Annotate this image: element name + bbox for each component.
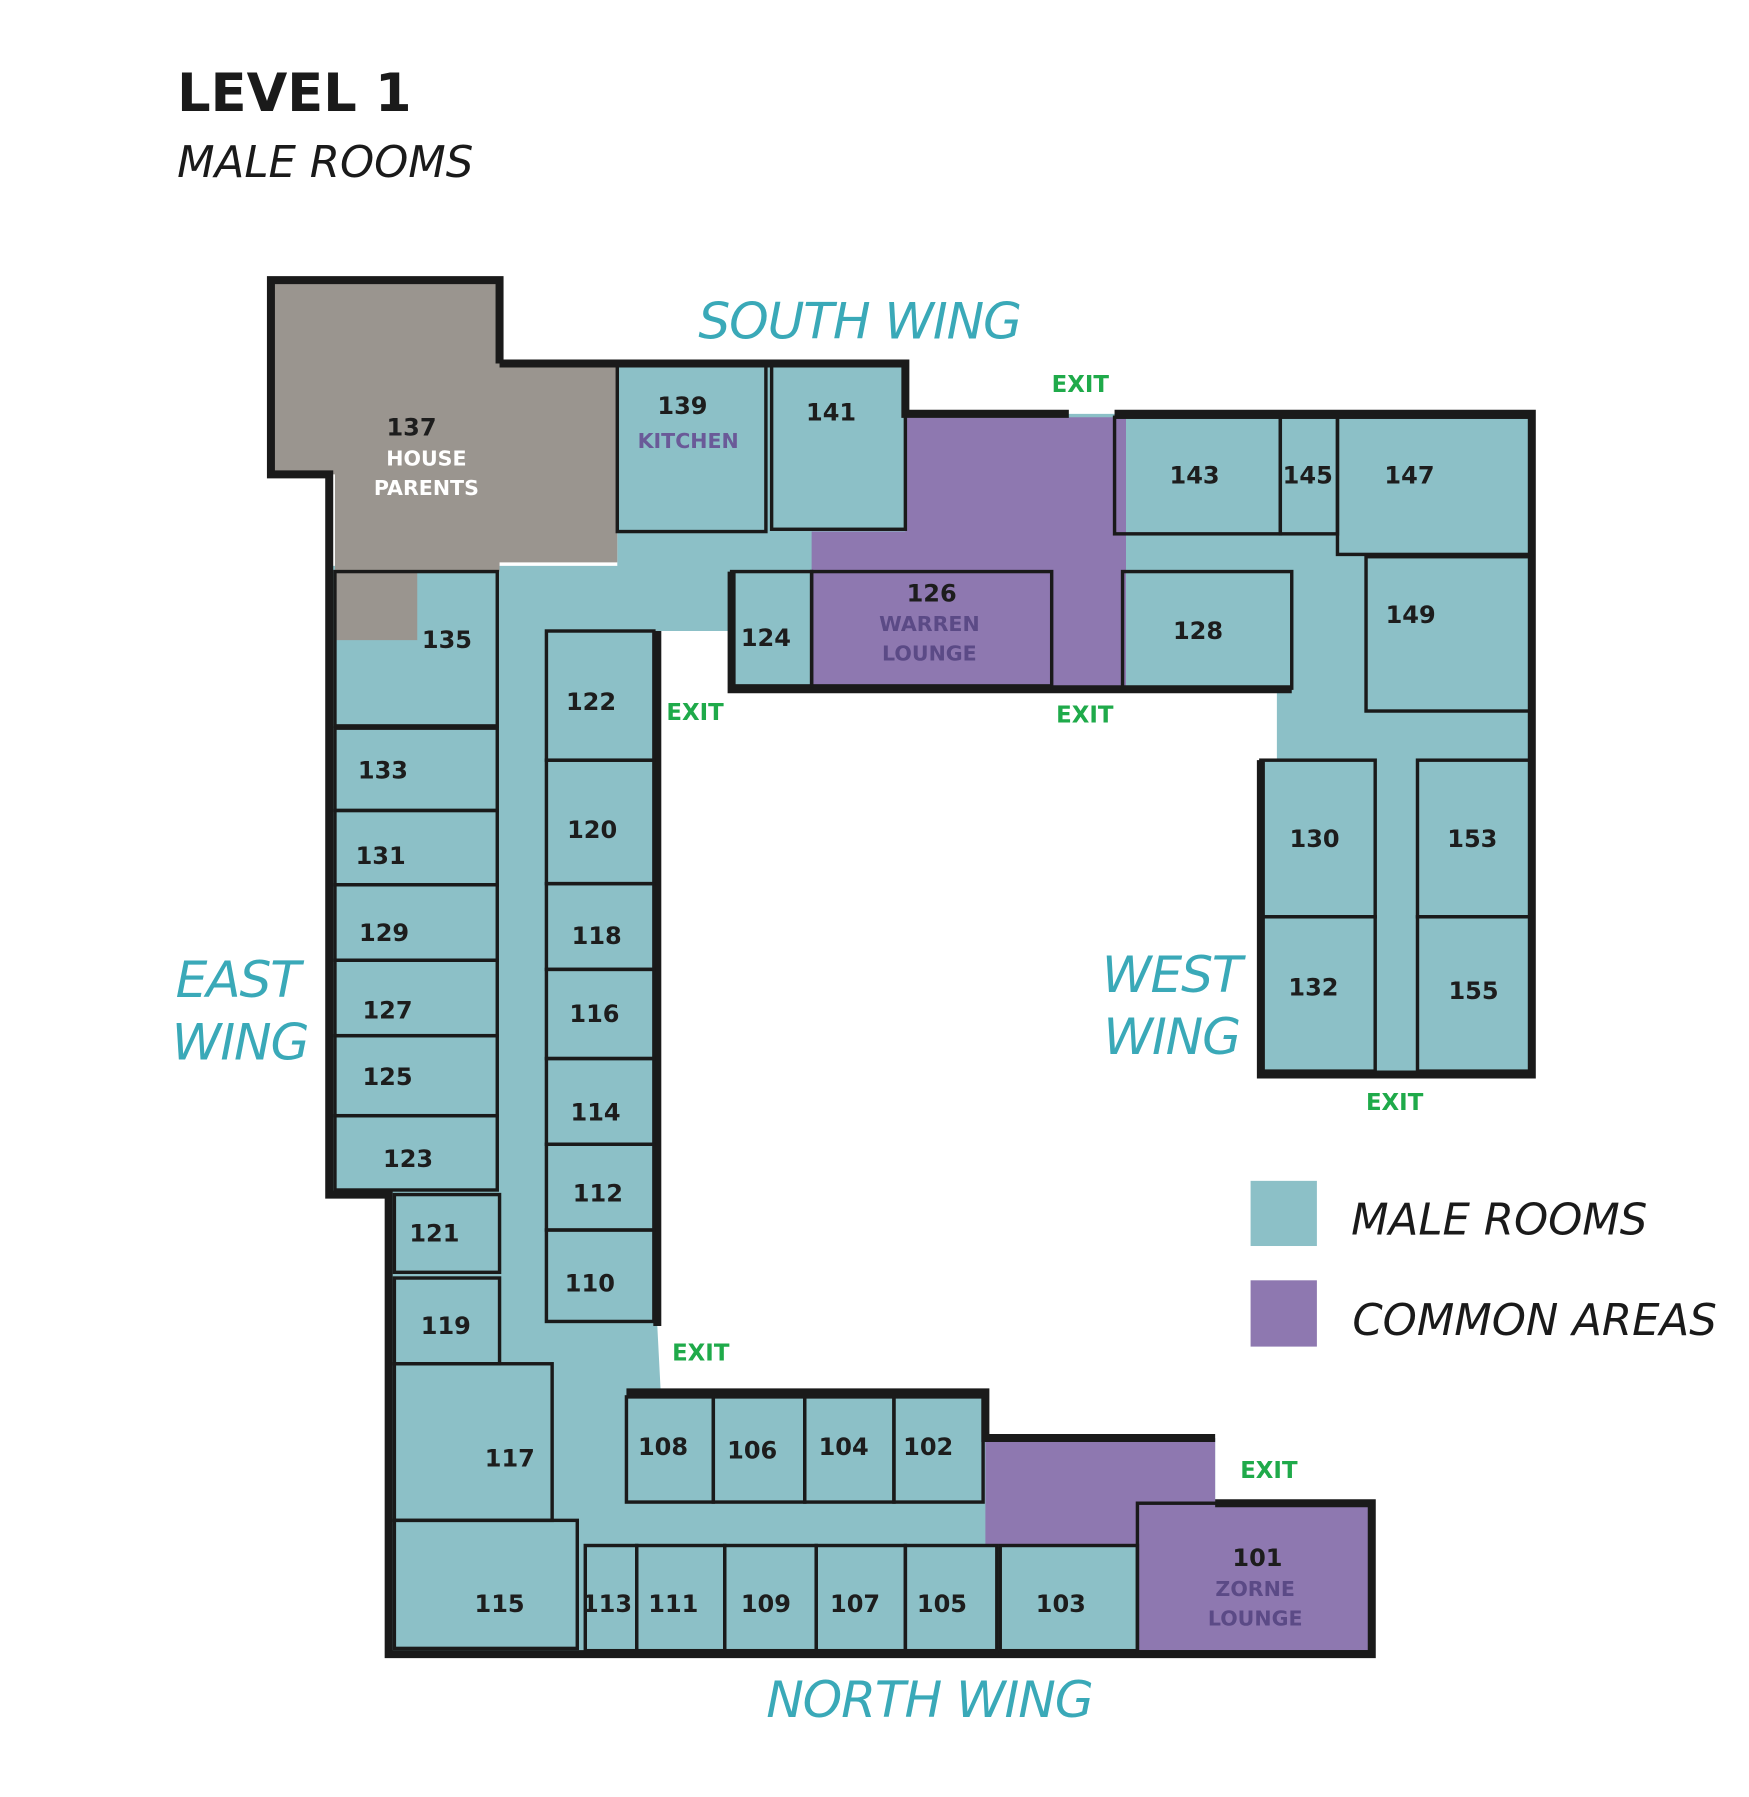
east-wing-label-line2: WING	[172, 1013, 309, 1072]
room-101-name: LOUNGE	[1208, 1607, 1303, 1631]
room-102-number: 102	[903, 1433, 953, 1461]
level-subtitle: MALE ROOMS	[177, 138, 473, 188]
room-155-outline	[1415, 915, 1534, 1073]
room-121-outline	[392, 1192, 502, 1275]
room-120-number: 120	[567, 816, 617, 844]
room-128-outline	[1120, 569, 1294, 690]
south-wing-label: SOUTH WING	[698, 291, 1021, 350]
room-114-number: 114	[571, 1098, 621, 1126]
legend-swatch-common-areas	[1250, 1280, 1317, 1347]
legend-label-male-rooms: MALE ROOMS	[1351, 1196, 1647, 1246]
room-121-number: 121	[409, 1219, 459, 1247]
room-149-number: 149	[1386, 601, 1436, 629]
room-149-outline	[1364, 554, 1534, 713]
room-113-number: 113	[582, 1590, 632, 1618]
room-110-number: 110	[565, 1270, 615, 1298]
room-127-number: 127	[362, 997, 412, 1025]
room-112-number: 112	[573, 1179, 623, 1207]
exit-label: EXIT	[1052, 372, 1110, 398]
room-135-outline	[333, 569, 499, 728]
room-122-number: 122	[566, 688, 616, 716]
house-parents-area	[270, 280, 618, 641]
room-141-outline	[769, 361, 908, 531]
room-104-number: 104	[819, 1433, 869, 1461]
room-147-number: 147	[1384, 462, 1434, 490]
room-103-number: 103	[1036, 1590, 1086, 1618]
room-145-number: 145	[1283, 462, 1333, 490]
legend: MALE ROOMS COMMON AREAS	[1250, 1180, 1717, 1347]
room-126-number: 126	[907, 579, 957, 607]
legend-label-common-areas: COMMON AREAS	[1352, 1296, 1716, 1346]
room-119-number: 119	[421, 1312, 471, 1340]
room-139-outline	[615, 361, 768, 534]
exit-label: EXIT	[1366, 1090, 1424, 1116]
room-115-number: 115	[474, 1590, 524, 1618]
room-109-number: 109	[741, 1590, 791, 1618]
room-101-number: 101	[1232, 1544, 1282, 1572]
room-118-number: 118	[572, 922, 622, 950]
room-147-outline	[1335, 415, 1534, 557]
room-132-number: 132	[1288, 974, 1338, 1002]
room-119-outline	[392, 1276, 502, 1366]
exterior-wall	[626, 1388, 1216, 1443]
room-125-number: 125	[362, 1063, 412, 1091]
room-101-name: ZORNE	[1215, 1577, 1294, 1601]
room-107-number: 107	[830, 1590, 880, 1618]
room-153-number: 153	[1447, 825, 1497, 853]
room-131-number: 131	[356, 842, 406, 870]
room-155-number: 155	[1448, 977, 1498, 1005]
room-128-number: 128	[1173, 617, 1223, 645]
exit-label: EXIT	[666, 700, 724, 726]
east-wing-label-line1: EAST	[176, 950, 305, 1009]
exit-label: EXIT	[1056, 702, 1114, 728]
room-117-number: 117	[485, 1445, 535, 1473]
room-132-outline	[1259, 915, 1377, 1073]
room-103-outline	[998, 1543, 1140, 1653]
room-143-number: 143	[1170, 462, 1220, 490]
room-122-outline	[544, 629, 656, 762]
room-137-number: 137	[386, 414, 436, 442]
room-126-outline	[809, 569, 1054, 688]
room-130-number: 130	[1290, 825, 1340, 853]
room-135-number: 135	[422, 626, 472, 654]
warren-lounge-area	[811, 417, 1126, 692]
west-wing-label-line1: WEST	[1102, 945, 1246, 1004]
legend-swatch-male-rooms	[1250, 1180, 1317, 1247]
room-108-number: 108	[638, 1433, 688, 1461]
room-111-number: 111	[648, 1590, 698, 1618]
west-wing-label-line2: WING	[1103, 1007, 1240, 1066]
exit-label: EXIT	[1240, 1458, 1298, 1484]
room-133-number: 133	[358, 756, 408, 784]
room-133-outline	[333, 726, 499, 813]
room-113-outline	[583, 1543, 639, 1653]
north-wing-label: NORTH WING	[766, 1670, 1092, 1729]
room-126-name: WARREN	[879, 612, 980, 636]
level-title: LEVEL 1	[177, 63, 411, 124]
room-139-name: KITCHEN	[638, 429, 739, 453]
room-137-name: PARENTS	[374, 476, 479, 500]
room-116-number: 116	[569, 1000, 619, 1028]
room-137-name: HOUSE	[386, 446, 466, 470]
room-123-number: 123	[383, 1145, 433, 1173]
zorne-lounge-area	[985, 1438, 1372, 1655]
room-108-outline	[624, 1395, 716, 1504]
room-139-number: 139	[657, 392, 707, 420]
room-124-number: 124	[741, 624, 791, 652]
room-141-number: 141	[806, 399, 856, 427]
exit-markers: EXIT EXIT EXIT EXIT EXIT EXIT	[666, 372, 1423, 1484]
exit-label: EXIT	[672, 1340, 730, 1366]
room-129-number: 129	[359, 919, 409, 947]
room-105-number: 105	[917, 1590, 967, 1618]
room-126-name: LOUNGE	[882, 642, 977, 666]
room-106-number: 106	[727, 1437, 777, 1465]
